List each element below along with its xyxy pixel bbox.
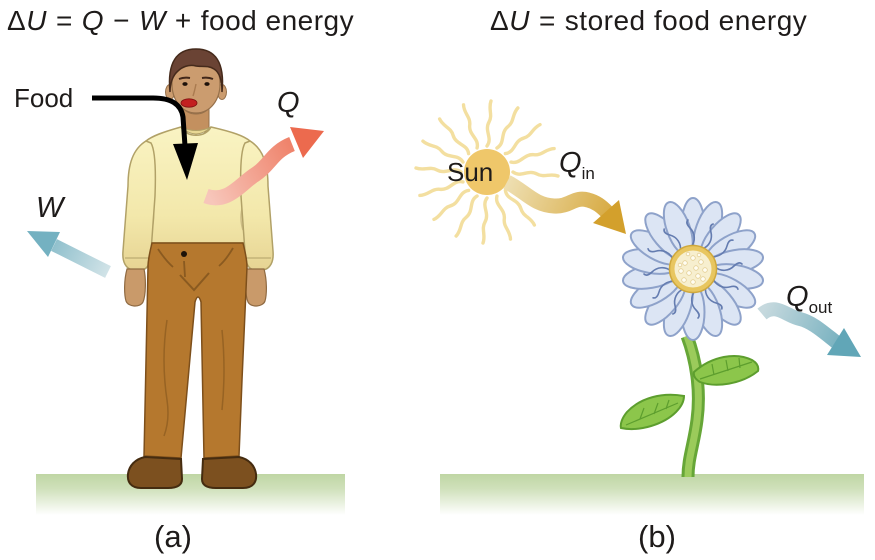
delta-symbol: Δ	[490, 5, 510, 36]
eye-right	[204, 82, 210, 86]
heat-out-label: Qout	[786, 281, 833, 317]
food-label: Food	[14, 83, 74, 113]
caption-b: (b)	[638, 519, 676, 554]
sun-disc	[464, 149, 510, 195]
hand-right	[245, 268, 267, 307]
equation-a-tail: food energy	[200, 5, 355, 36]
eye-left	[182, 82, 188, 86]
shoe-left	[126, 455, 184, 489]
equation-b-tail: stored food energy	[564, 5, 808, 36]
flower-stamens	[643, 219, 743, 319]
equals-sign: =	[538, 5, 556, 36]
man-figure	[122, 48, 274, 489]
nose	[192, 83, 197, 97]
flower-leaf-left	[619, 393, 686, 430]
pants-button	[181, 251, 187, 257]
ground-strip-a	[36, 474, 345, 515]
heat-loss-arrow	[203, 127, 324, 206]
shoe-right	[200, 455, 258, 489]
flower-icon	[619, 197, 764, 478]
sun-label: Sun	[447, 157, 494, 187]
work-arrow	[27, 231, 111, 278]
work-label: W	[36, 192, 64, 224]
equals-sign: =	[55, 5, 73, 36]
hair	[168, 48, 224, 93]
heat-out-arrow	[757, 302, 861, 357]
mouth	[180, 98, 198, 108]
heat-in-base: Q	[559, 147, 582, 179]
food-arrow	[92, 95, 198, 180]
equation-b: ΔU = stored food energy	[490, 7, 807, 35]
heat-in-arrow	[503, 175, 626, 234]
internal-energy-symbol: U	[26, 5, 47, 36]
collar	[180, 126, 212, 135]
minus-sign: −	[113, 5, 130, 36]
heat-in-label: Qin	[559, 147, 595, 183]
ground-strip-b	[440, 474, 864, 515]
heat-symbol: Q	[81, 5, 105, 36]
equation-a: ΔU = Q−W + food energy	[7, 7, 354, 35]
flower-stem	[683, 334, 702, 478]
eyebrows	[178, 76, 214, 80]
flower-center	[668, 244, 718, 294]
work-symbol: W	[138, 5, 166, 36]
hand-left	[124, 268, 146, 307]
heat-out-subscript: out	[808, 298, 833, 317]
flower-petals	[622, 197, 764, 341]
internal-energy-symbol: U	[509, 5, 530, 36]
heat-out-base: Q	[786, 281, 809, 313]
heat-in-subscript: in	[581, 164, 595, 183]
plus-sign: +	[174, 5, 192, 36]
delta-symbol: Δ	[7, 5, 27, 36]
caption-a: (a)	[154, 519, 192, 554]
head	[165, 48, 227, 114]
pants	[143, 242, 248, 459]
heat-label: Q	[277, 87, 300, 119]
flower-leaf-right	[692, 355, 760, 386]
